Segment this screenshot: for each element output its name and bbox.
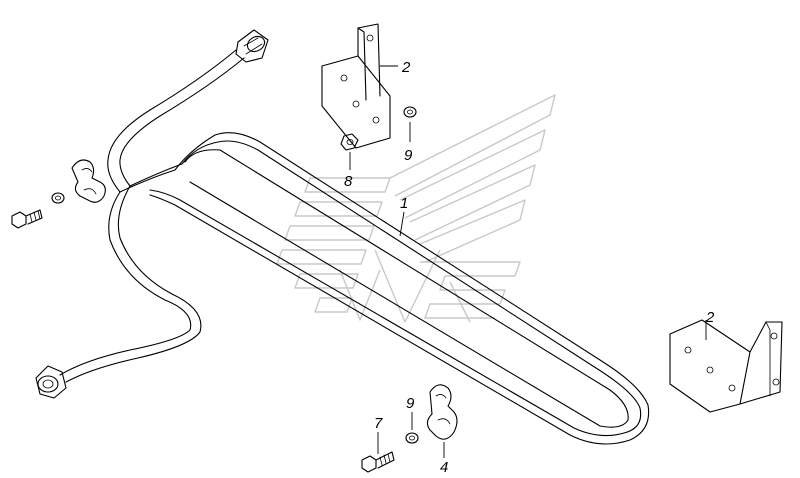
- callout-8: 8: [344, 173, 353, 190]
- nut-9-bottom: [405, 432, 419, 444]
- callout-4: 4: [440, 459, 448, 476]
- pipe-clamp-upper: [71, 159, 106, 203]
- callout-1: 1: [400, 195, 408, 212]
- washer-upper: [51, 192, 65, 204]
- nut-9-top: [403, 106, 417, 118]
- bolt-lower: [361, 451, 395, 473]
- pipe-clamp-lower: [426, 384, 458, 440]
- callout-9-bottom: 9: [406, 395, 415, 412]
- pipe-fitting-nut-bottom: [35, 365, 67, 399]
- bracket-right: [669, 319, 783, 413]
- callout-2-right: 2: [705, 309, 715, 326]
- nut-8: [340, 133, 359, 151]
- pipe-assembly: [35, 29, 650, 445]
- bracket-top: [321, 23, 391, 149]
- callout-2-top: 2: [401, 59, 411, 76]
- callout-7: 7: [374, 415, 383, 432]
- pipe-fitting-nut-top: [235, 29, 269, 63]
- brand-logo-watermark: [276, 94, 556, 323]
- leader-lines: [349, 65, 707, 458]
- callout-9-top: 9: [404, 147, 413, 164]
- bolt-upper: [11, 209, 43, 229]
